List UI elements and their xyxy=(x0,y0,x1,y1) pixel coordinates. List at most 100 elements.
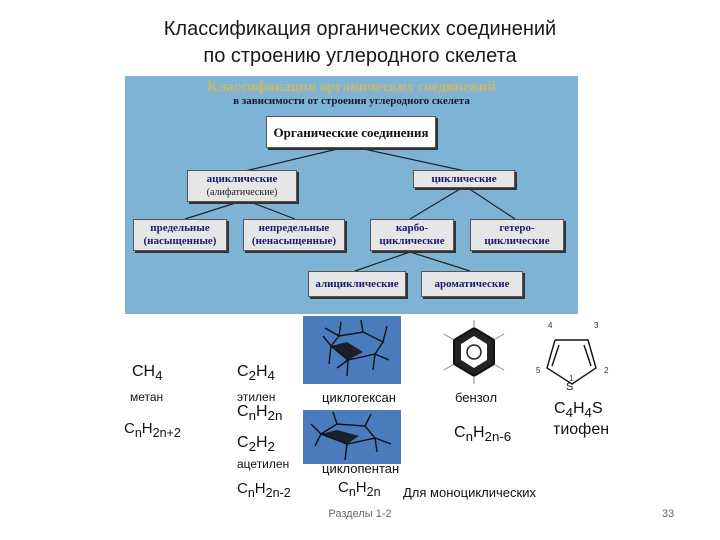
ethylene-h-sub: 4 xyxy=(267,368,275,384)
arene-sub: 2n-6 xyxy=(484,429,512,445)
box-saturated-label: предельные xyxy=(150,222,210,234)
box-unsaturated: непредельные (ненасыщенные) xyxy=(243,219,345,251)
page-number: 33 xyxy=(662,508,675,520)
slide-title: Классификация органических соединений по… xyxy=(0,16,720,70)
box-saturated: предельные (насыщенные) xyxy=(133,219,227,251)
cyclopentane-structure-icon xyxy=(310,411,392,461)
cyclohexane-name: циклогексан xyxy=(322,390,396,405)
alkane-n: n xyxy=(134,426,142,440)
benzene-structure-icon xyxy=(443,320,505,384)
alkane-sub: 2n+2 xyxy=(152,426,181,440)
thiophene-c-sub: 4 xyxy=(565,405,573,421)
cyclo-c: C xyxy=(338,479,349,496)
title-line-2: по строению углеродного скелета xyxy=(203,45,517,67)
benzene-name: бензол xyxy=(455,390,498,405)
alkyne-general-formula: CnH2n-2 xyxy=(237,480,291,500)
ethylene-name: этилен xyxy=(237,390,276,404)
box-alicyclic-label: алициклические xyxy=(315,277,399,290)
box-unsaturated-note: (ненасыщенные) xyxy=(251,235,337,247)
methane-formula: CH4 xyxy=(132,363,163,383)
alkene-c: C xyxy=(237,403,249,420)
box-unsaturated-label: непредельные xyxy=(258,222,330,234)
thiophene-ring-icon xyxy=(546,339,597,385)
ring-number-4: 4 xyxy=(548,321,553,330)
ring-number-1: 1 xyxy=(569,374,574,383)
monocyclic-note: Для моноциклических xyxy=(403,485,536,500)
box-organic-compounds: Органические соединения xyxy=(266,116,436,148)
ethylene-c: C xyxy=(237,363,249,380)
box-acyclic: ациклические (алифатические) xyxy=(187,170,297,202)
line-root-cyclic xyxy=(349,145,466,172)
box-organic-compounds-label: Органические соединения xyxy=(273,124,429,140)
cyclopentane-name: циклопентан xyxy=(322,461,400,476)
acetylene-h: H xyxy=(255,434,268,451)
box-aromatic: ароматические xyxy=(421,271,523,297)
box-saturated-note: (насыщенные) xyxy=(143,235,217,247)
acetylene-formula: C2H2 xyxy=(237,434,275,454)
line-cyclic-hetero xyxy=(464,185,516,220)
classification-panel: Классификация органических соединений в … xyxy=(125,76,578,314)
box-heterocyclic: гетеро- циклические xyxy=(470,219,564,251)
line-acyclic-saturated xyxy=(184,199,246,220)
methane-formula-sub: 4 xyxy=(155,368,163,384)
ring-number-5: 5 xyxy=(536,366,541,375)
methane-name: метан xyxy=(130,390,164,404)
alkyne-sub: 2n-2 xyxy=(265,486,291,500)
acetylene-name: ацетилен xyxy=(237,457,290,471)
ethylene-formula: C2H4 xyxy=(237,363,275,383)
cyclopentane-image xyxy=(303,410,401,464)
box-cyclic-label: циклические xyxy=(431,172,497,185)
cyclo-sub: 2n xyxy=(366,485,381,499)
ring-sulfur-label: S xyxy=(566,381,574,393)
box-heterocyclic-label2: циклические xyxy=(484,235,550,247)
cyclo-n: n xyxy=(348,485,356,499)
alkane-c: C xyxy=(124,420,135,437)
box-acyclic-label: ациклические xyxy=(206,173,278,185)
box-alicyclic: алициклические xyxy=(308,271,406,297)
connector-lines xyxy=(184,145,516,272)
thiophene-h-sub: 4 xyxy=(584,405,592,421)
alkene-n: n xyxy=(248,408,256,424)
acetylene-c-sub: 2 xyxy=(248,439,256,455)
arene-general-formula: CnH2n-6 xyxy=(454,424,511,444)
box-aromatic-label: ароматические xyxy=(434,277,510,290)
benzene-image xyxy=(432,318,516,390)
box-cyclic: циклические xyxy=(413,170,515,188)
thiophene-h: H xyxy=(572,400,585,417)
title-line-1: Классификация органических соединений xyxy=(163,18,557,40)
thiophene-formula: C4H4S xyxy=(554,400,603,420)
line-acyclic-unsaturated xyxy=(244,199,296,220)
box-carbocyclic-label2: циклические xyxy=(379,235,445,247)
line-root-acyclic xyxy=(244,145,351,172)
arene-h: H xyxy=(472,424,485,441)
alkene-sub: 2n xyxy=(267,408,283,424)
acetylene-h-sub: 2 xyxy=(267,439,275,455)
thiophene-c: C xyxy=(554,400,566,417)
alkyne-c: C xyxy=(237,480,248,497)
acetylene-c: C xyxy=(237,434,249,451)
alkane-general-formula: CnH2n+2 xyxy=(124,420,181,440)
cyclo-h: H xyxy=(355,479,367,496)
diagram-heading: Классификация органических соединений xyxy=(207,79,496,95)
alkene-h: H xyxy=(255,403,268,420)
ring-number-3: 3 xyxy=(594,321,599,330)
thiophene-name: тиофен xyxy=(553,421,610,438)
arene-c: C xyxy=(454,424,466,441)
box-carbocyclic: карбо- циклические xyxy=(370,219,454,251)
box-acyclic-note: (алифатические) xyxy=(206,187,278,198)
alkyne-n: n xyxy=(247,486,255,500)
thiophene-s: S xyxy=(591,400,603,417)
line-cyclic-carbo xyxy=(409,185,466,220)
alkene-general-formula: CnH2n xyxy=(237,403,282,423)
line-carbo-aromatic xyxy=(409,251,471,272)
footer-section: Разделы 1-2 xyxy=(328,508,392,520)
ethylene-h: H xyxy=(255,363,268,380)
cyclohexane-image xyxy=(303,316,401,384)
alkane-h: H xyxy=(141,420,153,437)
diagram-subheading: в зависимости от строения углеродного ск… xyxy=(233,95,470,107)
alkyne-h: H xyxy=(254,480,266,497)
methane-formula-main: CH xyxy=(132,363,156,380)
arene-n: n xyxy=(465,429,473,445)
cyclohexane-structure-icon xyxy=(322,319,390,377)
box-carbocyclic-label: карбо- xyxy=(395,222,429,234)
